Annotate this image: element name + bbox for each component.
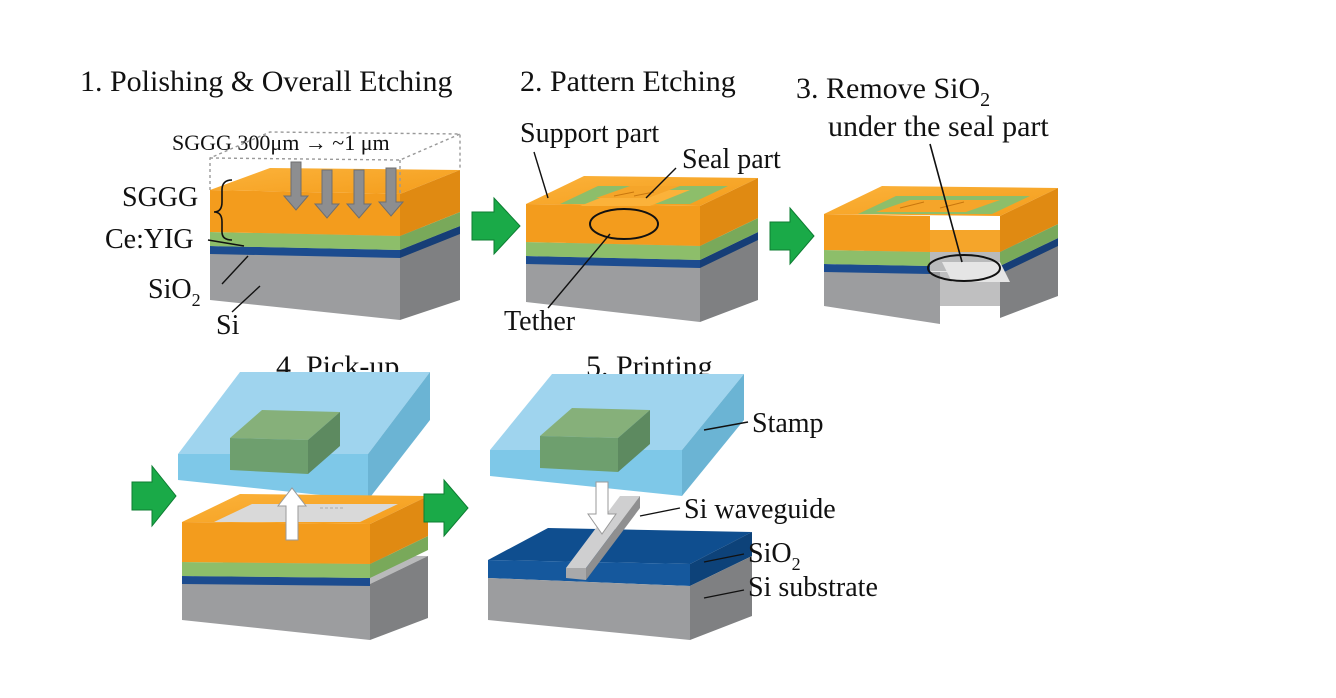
step-5-stamp	[490, 374, 744, 496]
label-sio2-substrate: SiO2	[748, 538, 801, 574]
print-arrow	[587, 481, 617, 535]
label-si-substrate: Si substrate	[748, 572, 878, 603]
label-support-part: Support part	[520, 118, 659, 149]
pickup-arrow	[276, 487, 308, 541]
sggg-brace	[213, 179, 233, 241]
etch-arrows	[282, 161, 405, 219]
step-2-patterned-wafer	[526, 176, 758, 322]
step-4-wafer	[182, 494, 428, 640]
step-4-stamp	[178, 372, 430, 500]
thinning-label: SGGG 300μm → ~1 μm	[172, 130, 390, 155]
label-tether: Tether	[504, 306, 576, 337]
process-arrow-1	[471, 196, 521, 256]
undercut-highlight	[927, 254, 1001, 282]
process-arrow-2	[769, 206, 815, 266]
label-seal-part: Seal part	[682, 144, 781, 175]
step-1-wafer-stack	[209, 131, 461, 320]
label-si: Si	[216, 310, 240, 341]
step-2-title: 2. Pattern Etching	[520, 65, 736, 98]
step-3-title-line1: 3. Remove SiO2	[796, 72, 990, 111]
process-arrow-3	[131, 464, 177, 528]
label-sggg: SGGG	[122, 182, 198, 213]
label-si-waveguide: Si waveguide	[684, 494, 836, 525]
label-ceyig: Ce:YIG	[105, 224, 194, 255]
label-stamp: Stamp	[752, 408, 824, 439]
step-3-title-line2: under the seal part	[828, 110, 1049, 143]
process-arrow-4	[423, 478, 469, 538]
tether-highlight	[589, 208, 659, 240]
label-sio2: SiO2	[148, 274, 201, 310]
step-1-title: 1. Polishing & Overall Etching	[80, 65, 452, 98]
step-3-released-wafer	[824, 186, 1058, 324]
